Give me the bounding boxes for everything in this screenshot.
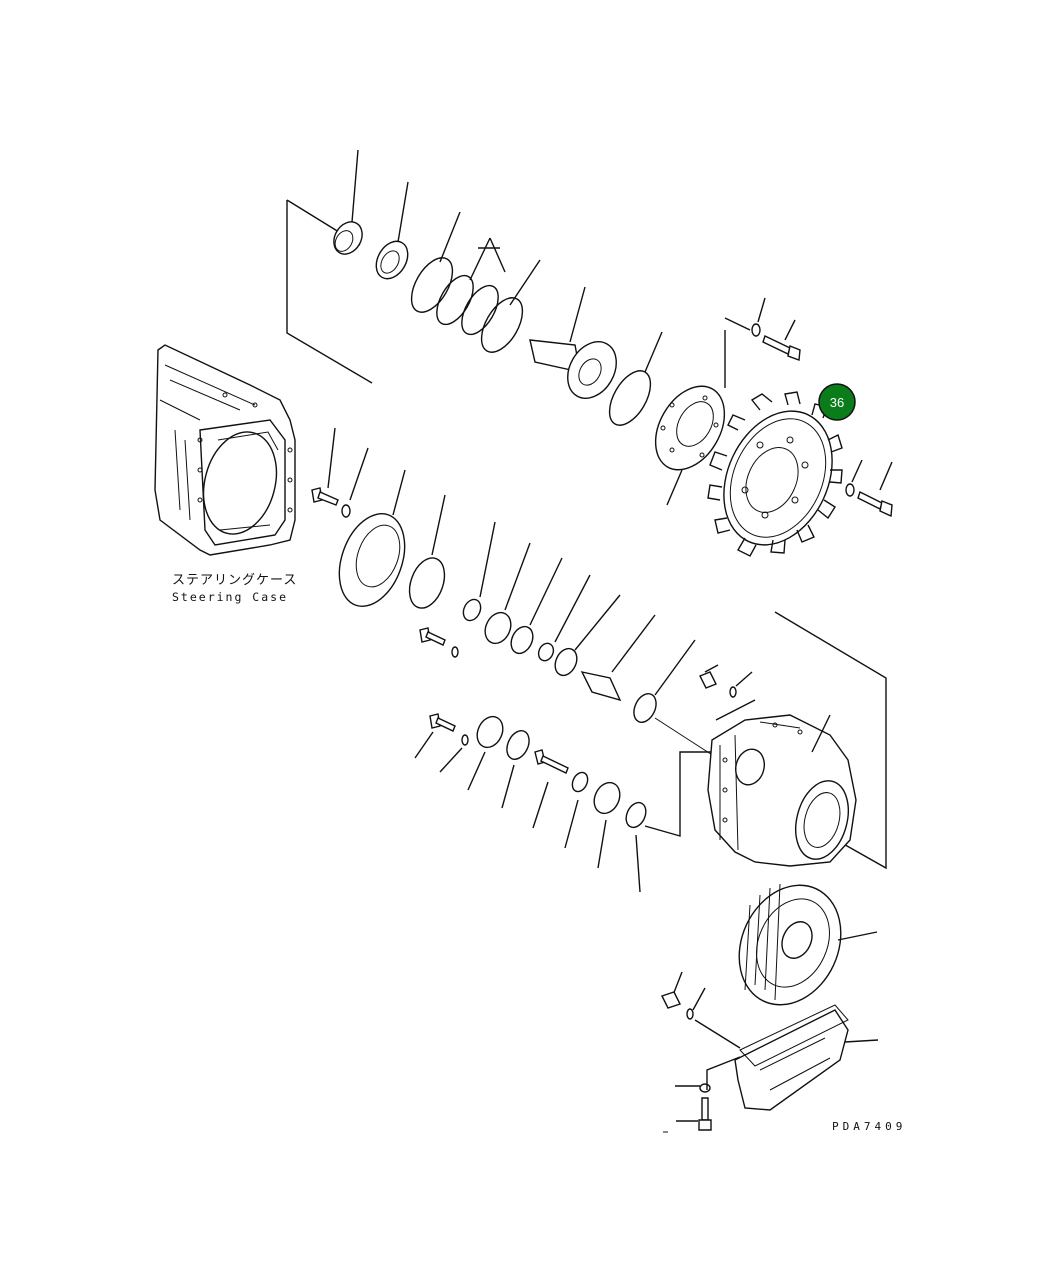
callout-marker[interactable] (818, 383, 856, 421)
upper-assembly (286, 149, 726, 506)
steering-case: ステアリングケース Steering Case (154, 344, 297, 604)
sprocket (707, 297, 893, 557)
callout-36[interactable]: 36 (818, 383, 856, 421)
callout-number[interactable]: 36 (830, 395, 844, 410)
bull-gear (661, 883, 878, 1020)
case-label-japanese: ステアリングケース (172, 573, 297, 588)
case-label-english: Steering Case (172, 590, 288, 604)
lower-assembly (414, 713, 725, 893)
drawing-number: PDA7409 (832, 1120, 906, 1133)
final-drive-housing (699, 611, 887, 870)
cover (663, 1004, 879, 1133)
middle-assembly (311, 427, 721, 761)
